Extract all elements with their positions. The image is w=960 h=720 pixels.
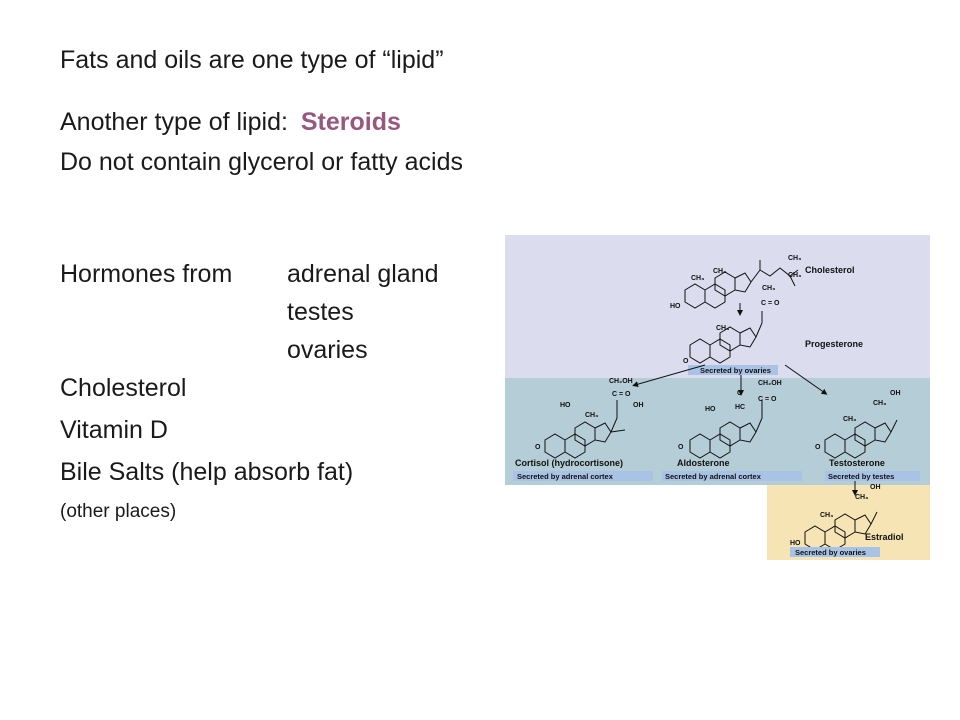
- estradiol-ch3-b: CH₃: [820, 512, 833, 519]
- testosterone-ch3-b: CH₃: [843, 416, 856, 423]
- testosterone-o: O: [815, 444, 821, 451]
- estradiol-label: Estradiol: [865, 532, 904, 542]
- steroids-highlight: Steroids: [300, 108, 401, 136]
- progesterone-note: Secreted by ovaries: [700, 366, 771, 375]
- aldosterone-molecule: [689, 400, 763, 459]
- cholesterol-ch3-c: CH₃: [713, 268, 726, 275]
- cortisol-label: Cortisol (hydrocortisone): [515, 458, 623, 468]
- testosterone-label: Testosterone: [829, 458, 885, 468]
- hormones-source-testes: testes: [287, 298, 354, 326]
- arrow-to-testosterone: [784, 364, 828, 395]
- middle-band: [505, 378, 930, 485]
- steroid-hormones-figure: CH₃ CH₃ CH₃ CH₃ HO Cholesterol CH₃ C = O…: [505, 235, 930, 560]
- cortisol-ch3: CH₃: [585, 412, 598, 419]
- aldosterone-c-eq-o: C = O: [758, 396, 777, 403]
- estradiol-ho: HO: [790, 540, 801, 547]
- testosterone-oh: OH: [890, 390, 901, 397]
- cortisol-note-box: [513, 471, 653, 481]
- cortisol-c-eq-o: C = O: [612, 391, 631, 398]
- cortisol-ch2oh: CH₂OH: [609, 378, 633, 385]
- testosterone-ch3: CH₃: [873, 400, 886, 407]
- aldosterone-label: Aldosterone: [677, 458, 730, 468]
- cortisol-o: O: [535, 444, 541, 451]
- cholesterol-ch3-b: CH₃: [788, 272, 801, 279]
- steroids-line: Another type of lipid: Steroids: [60, 110, 401, 135]
- cortisol-note: Secreted by adrenal cortex: [517, 472, 614, 481]
- steroid-diagram: CH₃ CH₃ CH₃ CH₃ HO Cholesterol CH₃ C = O…: [505, 235, 930, 560]
- aldosterone-o: O: [737, 390, 743, 397]
- cholesterol-molecule: [684, 260, 799, 309]
- progesterone-molecule: [689, 311, 763, 364]
- item-bile-salts: Bile Salts (help absorb fat): [60, 458, 354, 486]
- testosterone-note: Secreted by testes: [828, 472, 894, 481]
- testosterone-note-box: [825, 471, 920, 481]
- cortisol-ho: HO: [560, 402, 571, 409]
- aldosterone-ch2oh: CH₂OH: [758, 380, 782, 387]
- aldosterone-note: Secreted by adrenal cortex: [665, 472, 762, 481]
- cholesterol-label: Cholesterol: [805, 265, 855, 275]
- estradiol-oh: OH: [870, 484, 881, 491]
- estradiol-note-box: [790, 547, 880, 557]
- progesterone-label: Progesterone: [805, 339, 863, 349]
- testosterone-molecule: [824, 419, 898, 459]
- arrow-to-cortisol: [632, 364, 706, 388]
- progesterone-o: O: [683, 358, 689, 365]
- progesterone-c-eq-o: C = O: [761, 300, 780, 307]
- aldosterone-o-b: O: [678, 444, 684, 451]
- cholesterol-ch3-a: CH₃: [788, 255, 801, 262]
- item-vitamin-d: Vitamin D: [60, 416, 168, 444]
- cholesterol-ho: HO: [670, 303, 681, 310]
- hormones-source-adrenal: adrenal gland: [287, 260, 439, 288]
- progesterone-ch3-b: CH₃: [716, 325, 729, 332]
- cortisol-molecule: [544, 400, 626, 459]
- progesterone-note-box: [688, 365, 778, 375]
- heading-fats-oils: Fats and oils are one type of “lipid”: [60, 46, 444, 74]
- no-glycerol-line: Do not contain glycerol or fatty acids: [60, 148, 463, 176]
- progesterone-ch3: CH₃: [762, 285, 775, 292]
- item-other-places: (other places): [60, 501, 177, 522]
- cholesterol-ch3-d: CH₃: [691, 275, 704, 282]
- aldosterone-note-box: [662, 471, 802, 481]
- hormones-label: Hormones from: [60, 260, 233, 288]
- item-cholesterol: Cholesterol: [60, 374, 187, 402]
- estradiol-molecule: [804, 511, 878, 551]
- cortisol-oh: OH: [633, 402, 644, 409]
- hormones-source-ovaries: ovaries: [287, 336, 368, 364]
- estradiol-ch3: CH₃: [855, 494, 868, 501]
- estradiol-note: Secreted by ovaries: [795, 548, 866, 557]
- steroids-line-prefix: Another type of lipid:: [60, 108, 288, 136]
- aldosterone-hc: HC: [735, 404, 745, 411]
- aldosterone-ho: HO: [705, 406, 716, 413]
